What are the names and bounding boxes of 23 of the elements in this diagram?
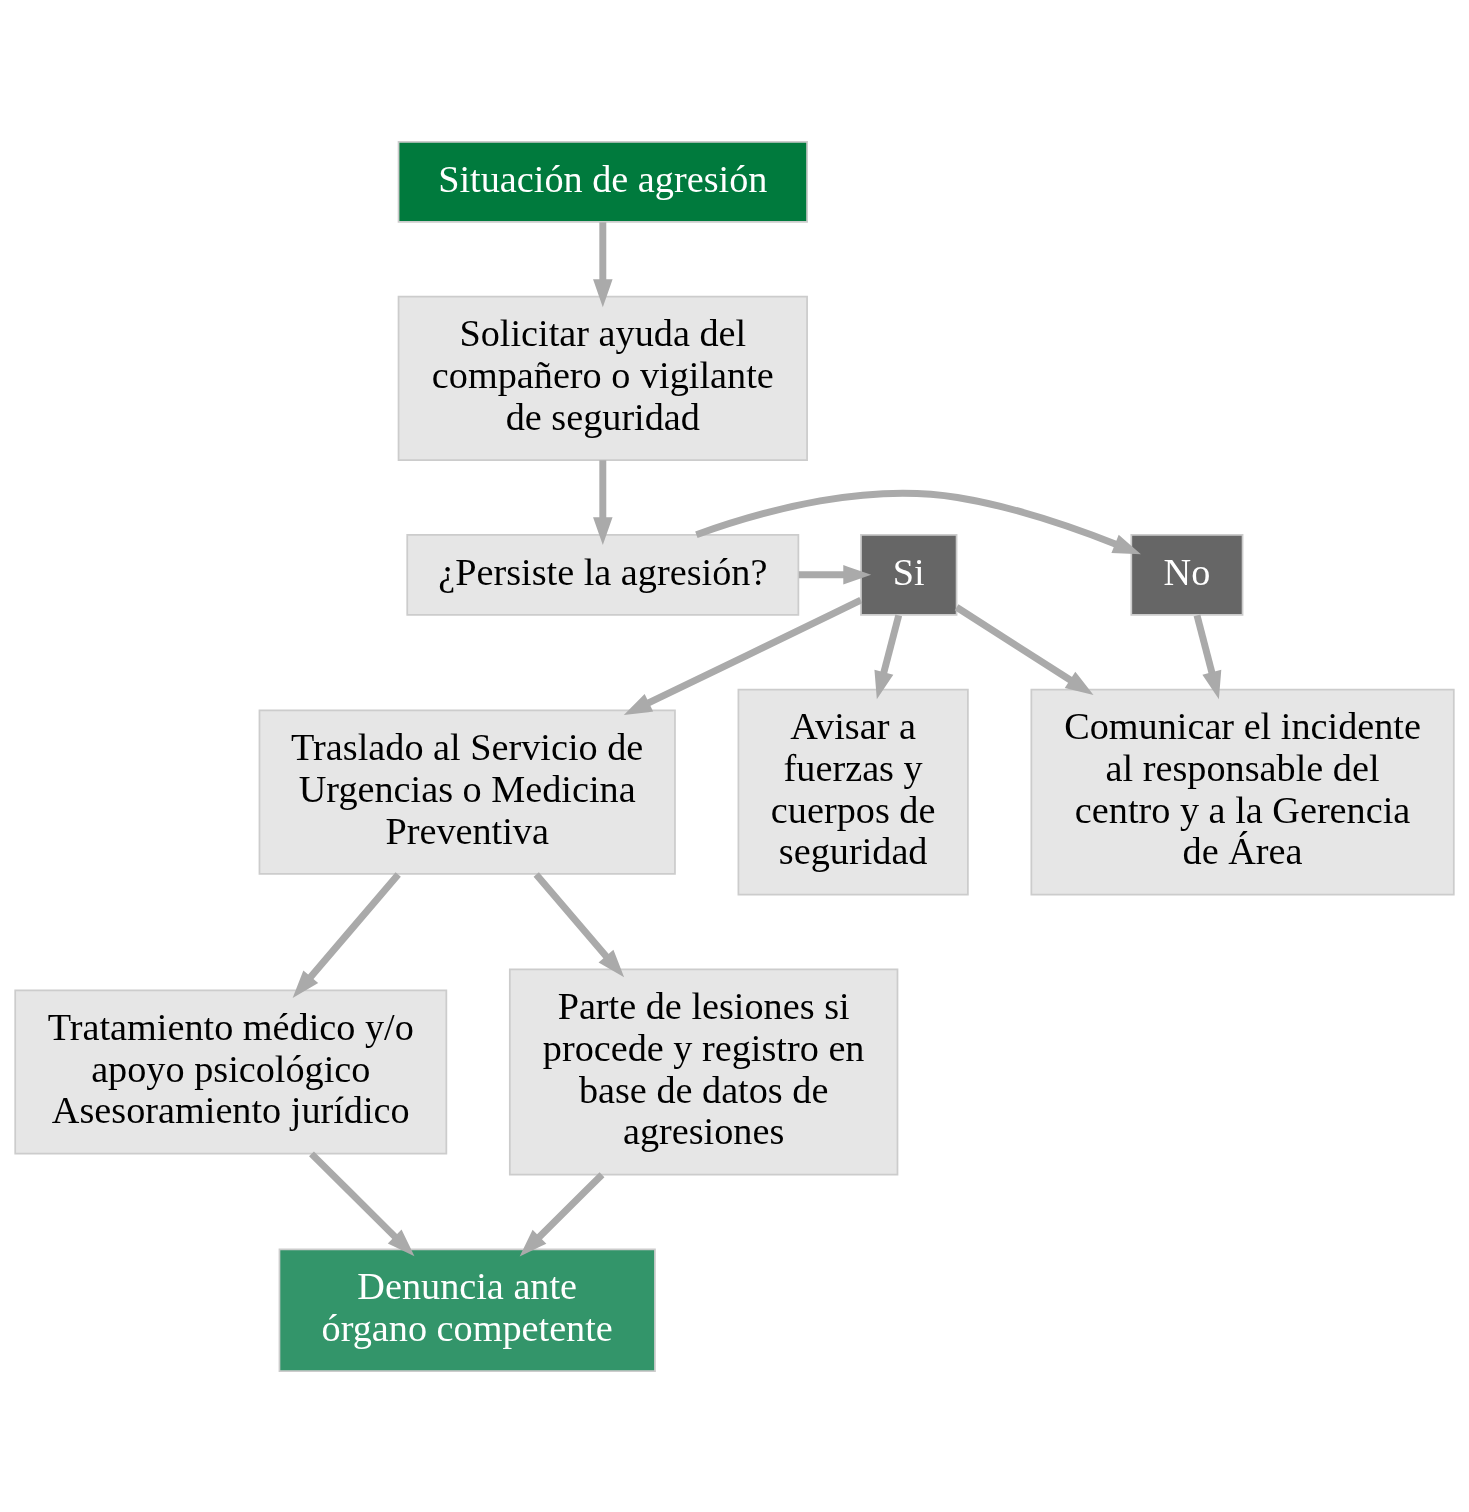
arrow <box>519 1171 605 1256</box>
node-box: No <box>1130 533 1244 616</box>
node-box: Solicitar ayuda del compañero o vigilante de seguridad <box>397 295 808 461</box>
node-box: Avisar a fuerzas y cuerpos de seguridad <box>737 688 969 896</box>
node-box: Tratamiento médico y/o apoyo psicológico Asesoramiento jurídico <box>14 988 448 1155</box>
arrow <box>593 221 613 307</box>
arrow <box>954 603 1094 695</box>
arrow <box>1193 613 1222 699</box>
arrow <box>874 613 903 699</box>
node-box: Situación de agresión <box>397 140 808 223</box>
node-box: Denuncia ante órgano competente <box>278 1248 656 1372</box>
node-box: ¿Persiste la agresión? <box>406 533 800 616</box>
arrow <box>623 596 863 715</box>
arrow <box>309 1150 415 1256</box>
arrow <box>593 459 613 545</box>
node-box: Parte de lesiones si procede y registro en base de datos de agresiones <box>508 968 899 1175</box>
arrow <box>798 564 872 585</box>
node-box: Traslado al Servicio de Urgencias o Medicina Preventiva <box>258 709 676 875</box>
arrow <box>695 489 1141 554</box>
arrow <box>292 871 401 998</box>
arrow <box>533 871 625 977</box>
node-box: Si <box>860 533 958 616</box>
node-box: Comunicar el incidente al responsable del centro y a la Gerencia de Área <box>1030 688 1455 896</box>
